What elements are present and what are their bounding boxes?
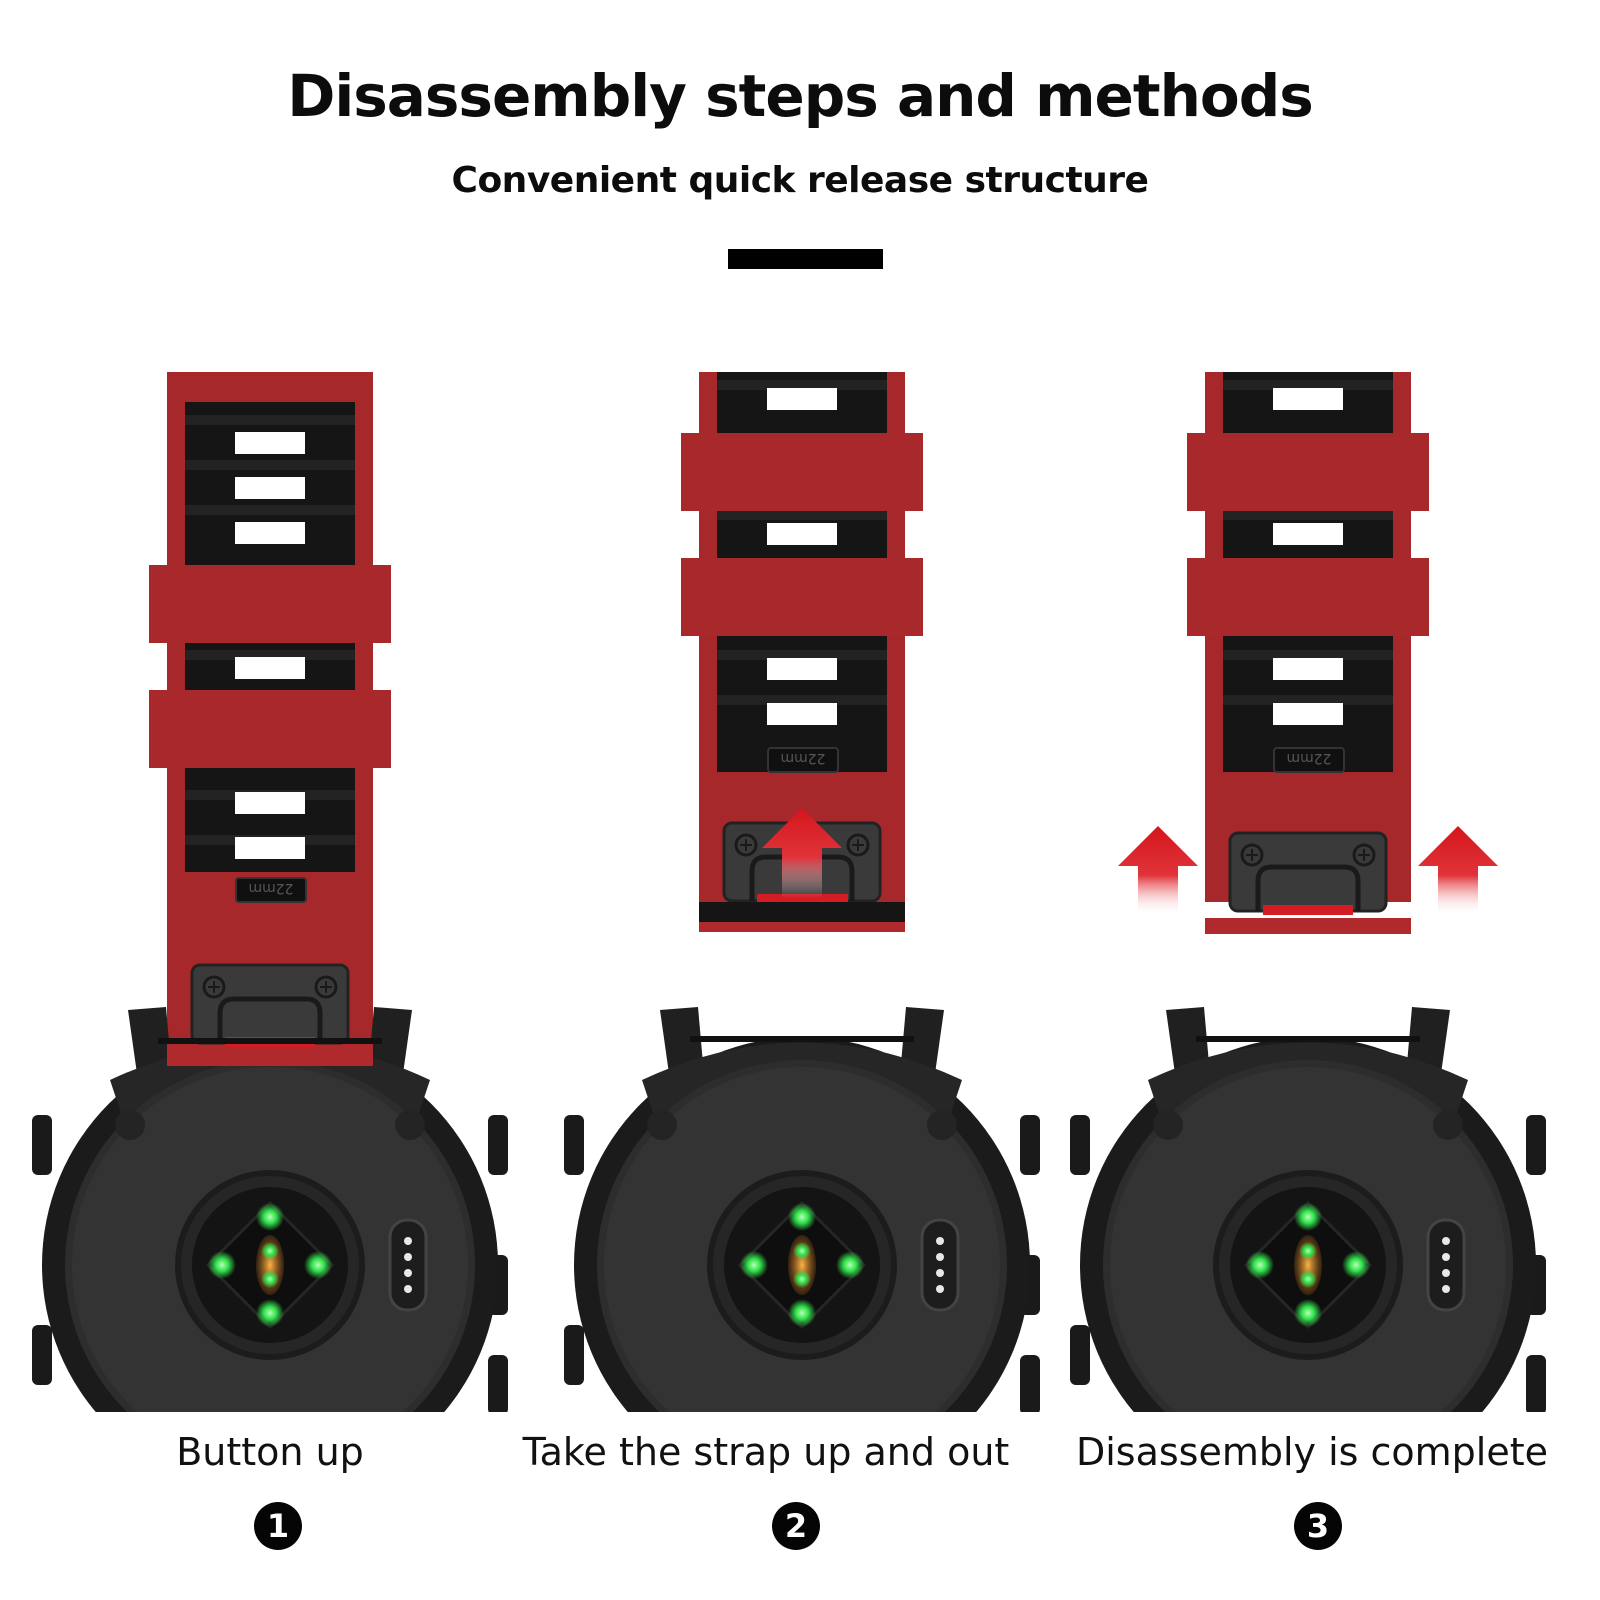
step-2-caption: Take the strap up and out [522, 1430, 1010, 1474]
step-1-caption: Button up [176, 1430, 364, 1474]
step-3-caption: Disassembly is complete [1075, 1430, 1549, 1474]
strap-size-marking-2: 22mm [780, 750, 825, 766]
step-3-illustration: 22mm [1070, 372, 1546, 1493]
page-subtitle: Convenient quick release structure [451, 160, 1149, 201]
step-1-illustration: 22mm [32, 372, 508, 1493]
strap-size-marking: 22mm [248, 880, 293, 896]
page-title: Disassembly steps and methods [287, 62, 1314, 130]
strap-size-marking-3: 22mm [1286, 750, 1331, 766]
title-divider [728, 249, 883, 269]
step-2-illustration: 22mm [564, 372, 1040, 1493]
step-2-number-badge: 2 [772, 1502, 820, 1550]
step-3-number-badge: 3 [1294, 1502, 1342, 1550]
step-1-number-badge: 1 [254, 1502, 302, 1550]
